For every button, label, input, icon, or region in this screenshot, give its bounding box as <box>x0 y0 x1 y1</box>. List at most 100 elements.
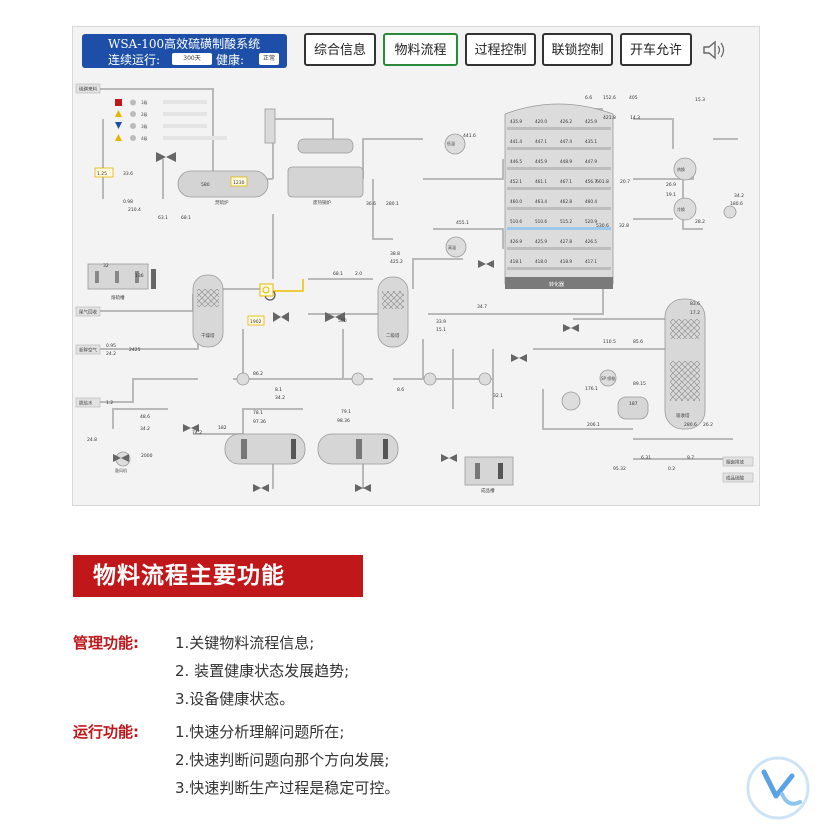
converter-bed-reading: 435.9 <box>510 119 522 124</box>
converter-bed-divider <box>507 227 611 230</box>
converter-bed-reading: 510.6 <box>535 219 547 224</box>
converter-bed-reading: 417.1 <box>585 259 597 264</box>
section-heading: 物料流程主要功能 <box>73 555 363 597</box>
brand-logo-icon <box>746 756 810 820</box>
svg-text:6.6: 6.6 <box>585 95 592 101</box>
svg-text:SP 喷枪: SP 喷枪 <box>601 375 615 381</box>
svg-text:32: 32 <box>103 263 109 269</box>
svg-text:1.25: 1.25 <box>97 171 107 177</box>
converter-bed-reading: 426.9 <box>510 239 522 244</box>
melt-tank: 熔硫槽 <box>87 263 156 301</box>
svg-text:98.36: 98.36 <box>337 418 350 424</box>
svg-text:34.2: 34.2 <box>275 395 285 401</box>
tag-stack-emission: 烟囱排放 <box>726 459 744 466</box>
converter-bed-reading: 515.2 <box>560 219 572 224</box>
converter-bed-reading: 460.4 <box>585 199 597 204</box>
tag-desalted-water: 脱盐水 <box>79 400 93 407</box>
process-flow-diagram: 硫磺来料 尾气回收 新鲜空气 脱盐水 1级 2级 3级 4级 <box>75 83 754 494</box>
svg-text:2.0: 2.0 <box>355 271 362 277</box>
converter-bed-divider <box>507 167 611 170</box>
operation-function-label: 运行功能: <box>73 723 139 741</box>
pipe-network <box>93 88 738 489</box>
converter-bed-reading: 467.1 <box>560 179 572 184</box>
drying-tower: 干燥塔 <box>192 274 224 348</box>
tab-startup-permit[interactable]: 开车允许 <box>620 33 692 66</box>
converter-bed-divider <box>507 267 611 270</box>
svg-text:33.6: 33.6 <box>123 171 133 177</box>
svg-text:280.6: 280.6 <box>684 422 697 428</box>
converter-bed-reading: 448.9 <box>560 159 572 164</box>
system-status-panel: WSA-100高效硫磺制酸系统 连续运行: 300天 健康: 正常 <box>82 34 287 68</box>
svg-text:441.6: 441.6 <box>463 133 476 139</box>
svg-text:421.8: 421.8 <box>603 115 616 121</box>
converter-bed-reading: 425.9 <box>585 119 597 124</box>
converter-bed-reading: 447.9 <box>585 159 597 164</box>
health-value: 正常 <box>259 53 279 65</box>
tab-interlock-control[interactable]: 联锁控制 <box>542 33 613 66</box>
svg-text:冷换: 冷换 <box>677 206 685 212</box>
svg-text:干燥塔: 干燥塔 <box>201 332 215 339</box>
svg-text:152.6: 152.6 <box>603 95 616 101</box>
tag-product-acid: 成品硫酸 <box>726 475 744 482</box>
svg-text:79.1: 79.1 <box>341 409 351 415</box>
svg-text:110.5: 110.5 <box>603 339 616 345</box>
converter-bed-reading: 426.2 <box>560 119 572 124</box>
operation-item-2: 2.快速判断问题向那个方向发展; <box>175 751 390 769</box>
management-item-3: 3.设备健康状态。 <box>175 690 295 708</box>
speaker-icon[interactable] <box>701 39 727 61</box>
svg-text:28.2: 28.2 <box>695 219 705 225</box>
svg-text:热换: 热换 <box>677 166 685 172</box>
converter-bed-reading: 452.1 <box>510 179 522 184</box>
acid-circulation-tanks: 成品槽 <box>224 433 514 494</box>
svg-text:455.1: 455.1 <box>456 220 469 226</box>
svg-text:405: 405 <box>629 95 638 101</box>
tab-overview[interactable]: 综合信息 <box>304 33 376 66</box>
converter-bed-reading: 426.5 <box>585 239 597 244</box>
svg-text:97.36: 97.36 <box>253 419 266 425</box>
svg-text:180.6: 180.6 <box>730 201 743 207</box>
svg-text:2级: 2级 <box>141 111 148 117</box>
svg-text:530.6: 530.6 <box>596 223 609 229</box>
converter-bed-reading: 418.1 <box>510 259 522 264</box>
svg-text:1230: 1230 <box>233 180 245 186</box>
tag-fresh-air: 新鲜空气 <box>79 347 97 354</box>
svg-text:187: 187 <box>629 401 638 407</box>
heat-exchangers: 低温 高温 热换 冷换 <box>259 133 737 301</box>
svg-text:20.7: 20.7 <box>620 179 630 185</box>
operation-item-3: 3.快速判断生产过程是稳定可控。 <box>175 779 400 797</box>
svg-text:34.7: 34.7 <box>477 304 487 310</box>
converter-bed-reading: 427.8 <box>560 239 572 244</box>
left-tags: 硫磺来料 尾气回收 新鲜空气 脱盐水 <box>75 83 101 408</box>
converter-bed-reading: 510.6 <box>510 219 522 224</box>
tab-process-control[interactable]: 过程控制 <box>465 33 536 66</box>
svg-text:吸收塔: 吸收塔 <box>676 412 690 419</box>
converter-bed-reading: 418.9 <box>560 259 572 264</box>
svg-text:鼓风机: 鼓风机 <box>115 467 127 473</box>
svg-text:580: 580 <box>338 318 347 324</box>
converter-bed-reading: 441.4 <box>510 139 522 144</box>
tab-material-flow[interactable]: 物料流程 <box>383 33 458 66</box>
svg-text:86.2: 86.2 <box>253 371 263 377</box>
svg-text:601.8: 601.8 <box>596 179 609 185</box>
converter-bed-reading: 462.8 <box>560 199 572 204</box>
svg-text:1.2: 1.2 <box>106 400 113 406</box>
converter-bed-reading: 463.4 <box>535 199 547 204</box>
converter-bed-reading: 418.0 <box>535 259 547 264</box>
svg-text:32.1: 32.1 <box>493 393 503 399</box>
svg-text:二吸塔: 二吸塔 <box>386 332 400 339</box>
tag-tail-gas: 尾气回收 <box>79 309 97 316</box>
svg-text:2425: 2425 <box>129 347 141 353</box>
svg-text:136: 136 <box>135 273 144 279</box>
converter-bed-reading: 447.1 <box>535 139 547 144</box>
svg-text:低温: 低温 <box>447 140 455 146</box>
svg-text:280.1: 280.1 <box>386 201 399 207</box>
svg-text:17.2: 17.2 <box>690 310 700 316</box>
svg-text:24.2: 24.2 <box>106 351 116 357</box>
svg-text:焚硫炉: 焚硫炉 <box>215 199 229 206</box>
sulfur-furnace: 1230 580 焚硫炉 <box>177 170 269 206</box>
svg-text:63.1: 63.1 <box>158 215 168 221</box>
svg-text:26.9: 26.9 <box>666 182 676 188</box>
blower-and-pumps: 鼓风机 SP 喷枪 <box>115 369 649 473</box>
svg-text:1级: 1级 <box>141 99 148 105</box>
